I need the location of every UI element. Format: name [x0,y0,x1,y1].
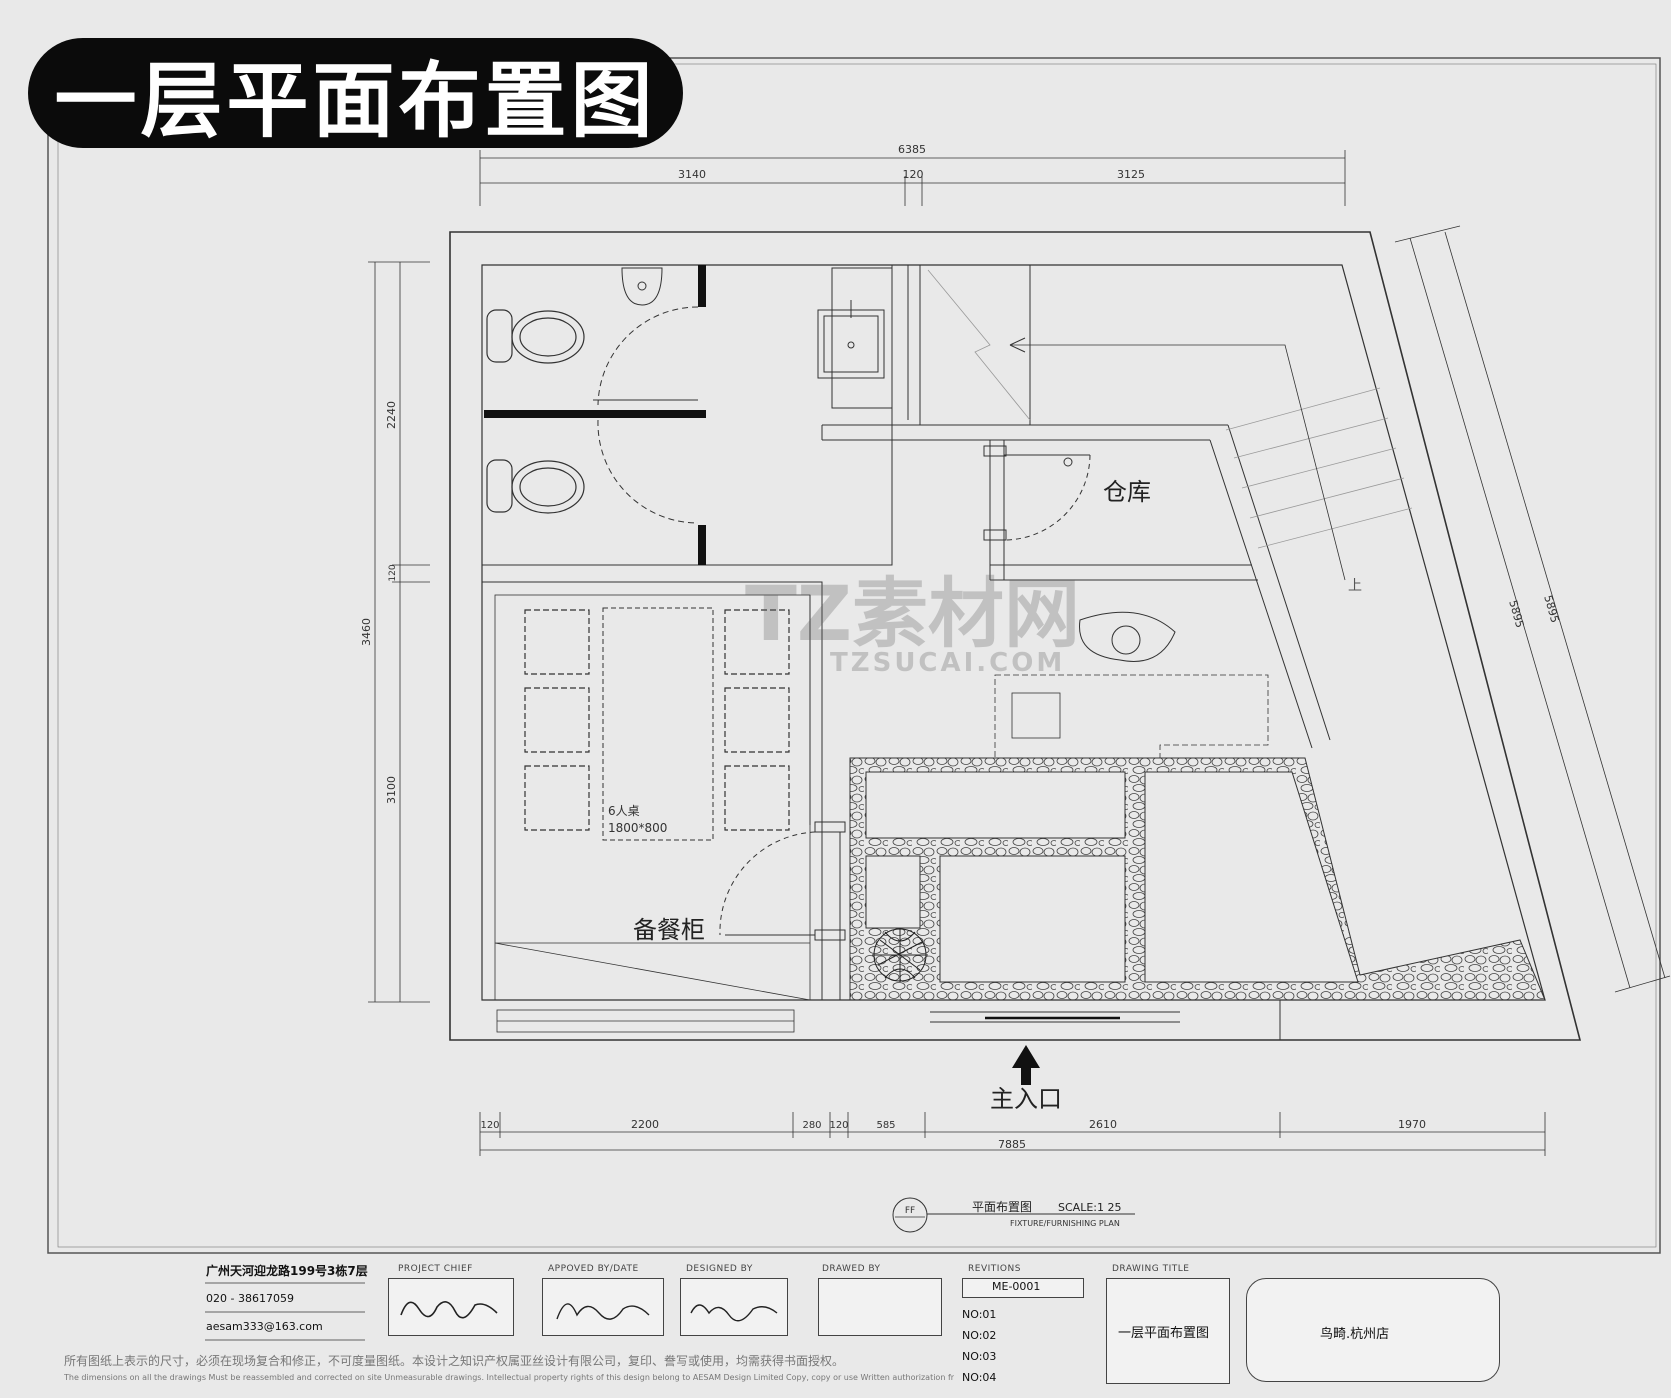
legal-note-en: The dimensions on all the drawings Must … [64,1373,954,1382]
drawing-title-box [1106,1278,1230,1384]
dim-top-right: 3125 [1117,168,1145,181]
dim-bottom: 120 [829,1120,848,1131]
counter [994,674,1269,759]
pebble-border [849,757,1546,1001]
caption-symbol [892,1197,928,1233]
revision-item: NO:04 [962,1371,997,1384]
signature-scribble [400,1301,498,1319]
dim-top-mid: 120 [903,168,924,181]
project-name-box [1246,1278,1500,1382]
drawn-signature-box [818,1278,942,1336]
door-knob [1063,457,1073,467]
dining-table [602,607,714,841]
designed-label: DESIGNED BY [686,1264,753,1274]
legal-note-cn: 所有图纸上表示的尺寸，必须在现场复合和修正，不可度量图纸。本设计之知识产权属亚丝… [64,1354,845,1368]
vanity-sink-icon [817,267,893,409]
caption-symbol-text: FF [905,1206,915,1216]
project-chief-label: PROJECT CHIEF [398,1264,473,1274]
stair-treads [1225,387,1413,549]
dim-top-total: 6385 [898,143,926,156]
storage-diag-wall [1209,424,1331,749]
revision-item: NO:02 [962,1329,997,1342]
counter-stool-seat [1111,625,1141,655]
dim-left-top: 2240 [385,401,398,429]
right-dimensions [1394,225,1671,993]
dim-right-diag2: 5895 [1541,594,1561,624]
table-size: 1800*800 [608,821,667,835]
left-dimensions [368,261,430,1003]
sideboard-outline [494,942,811,1001]
company-phone: 020 - 38617059 [206,1292,294,1305]
caption-scale: SCALE:1 25 [1058,1201,1121,1214]
drawing-number: ME-0001 [992,1280,1041,1293]
dining-chairs [524,609,790,831]
dim-left-bottom: 3100 [385,776,398,804]
dim-bottom: 120 [480,1120,499,1131]
bottom-dimensions [479,1112,1546,1156]
dim-bottom: 585 [876,1120,895,1131]
storage-label: 仓库 [1103,478,1151,506]
revision-item: NO:01 [962,1308,997,1321]
caption-subtitle: FIXTURE/FURNISHING PLAN [1010,1219,1120,1228]
table-label: 6人桌 [608,804,640,818]
drawing-title: 一层平面布置图 [1118,1326,1210,1341]
sideboard-label: 备餐柜 [633,916,705,944]
dim-bottom: 2200 [631,1118,659,1131]
dim-top-left: 3140 [678,168,706,181]
register-box [1011,692,1061,739]
dim-left-mid: 120 [388,564,398,581]
dim-bottom: 2610 [1089,1118,1117,1131]
drawing-title-label: DRAWING TITLE [1112,1264,1190,1274]
company-email: aesam333@163.com [206,1320,323,1333]
sheet-frame-inner [57,63,1657,1248]
storage-door-swing [1003,454,1091,541]
dim-bottom: 1970 [1398,1118,1426,1131]
stair-up-label: 上 [1348,578,1362,594]
approved-label: APPOVED BY/DATE [548,1264,639,1274]
watermark-brand: TZ素材网 [745,569,1080,658]
stall-door-swing-bottom [597,419,699,524]
toilet-icon [486,459,585,514]
stall-partition-mid [484,410,706,418]
stair-break-line [927,269,1031,421]
approved-signature-box [542,1278,664,1336]
entrance-arrow-icon [1012,1045,1040,1085]
toilet-icon [486,309,585,364]
company-address: 广州天河迎龙路199号3栋7层 [206,1264,368,1278]
dim-left-total: 3460 [360,618,373,646]
stall-partition-bottom [698,525,706,565]
top-dimensions [479,150,1346,206]
storage-door-hinge [983,445,1007,457]
signature-scribble [556,1303,650,1320]
project-chief-signature-box [388,1278,514,1336]
page-title: 一层平面布置图 [28,38,683,149]
counter-stool [1079,611,1176,662]
revision-item: NO:03 [962,1350,997,1363]
drawn-label: DRAWED BY [822,1264,881,1274]
revisions-label: REVITIONS [968,1264,1021,1274]
sheet-frame [47,57,1661,1254]
dim-bottom: 280 [802,1120,821,1131]
signature-scribble [690,1304,778,1322]
dim-bottom-total: 7885 [998,1138,1026,1151]
dining-door-hinge [814,821,846,833]
stair-direction-line [1010,344,1346,581]
drawing-number-box [962,1278,1084,1298]
caption-title: 平面布置图 [972,1200,1032,1214]
project-name: 鸟畸.杭州店 [1320,1327,1390,1342]
dining-door-swing [719,831,816,936]
stair-arrow [1009,337,1026,353]
exterior-wall-outer [449,231,1582,1041]
plant-icon [872,928,928,982]
stall-door-swing-top [597,306,699,406]
wall-basin-icon [621,267,663,306]
stall-partition-top [698,265,706,307]
dim-right-diag: 5895 [1506,599,1526,629]
entrance-label: 主入口 [990,1085,1062,1113]
designed-signature-box [680,1278,788,1336]
storage-door-hinge-2 [983,529,1007,541]
watermark-url: TZSUCAI.COM [830,648,1066,678]
